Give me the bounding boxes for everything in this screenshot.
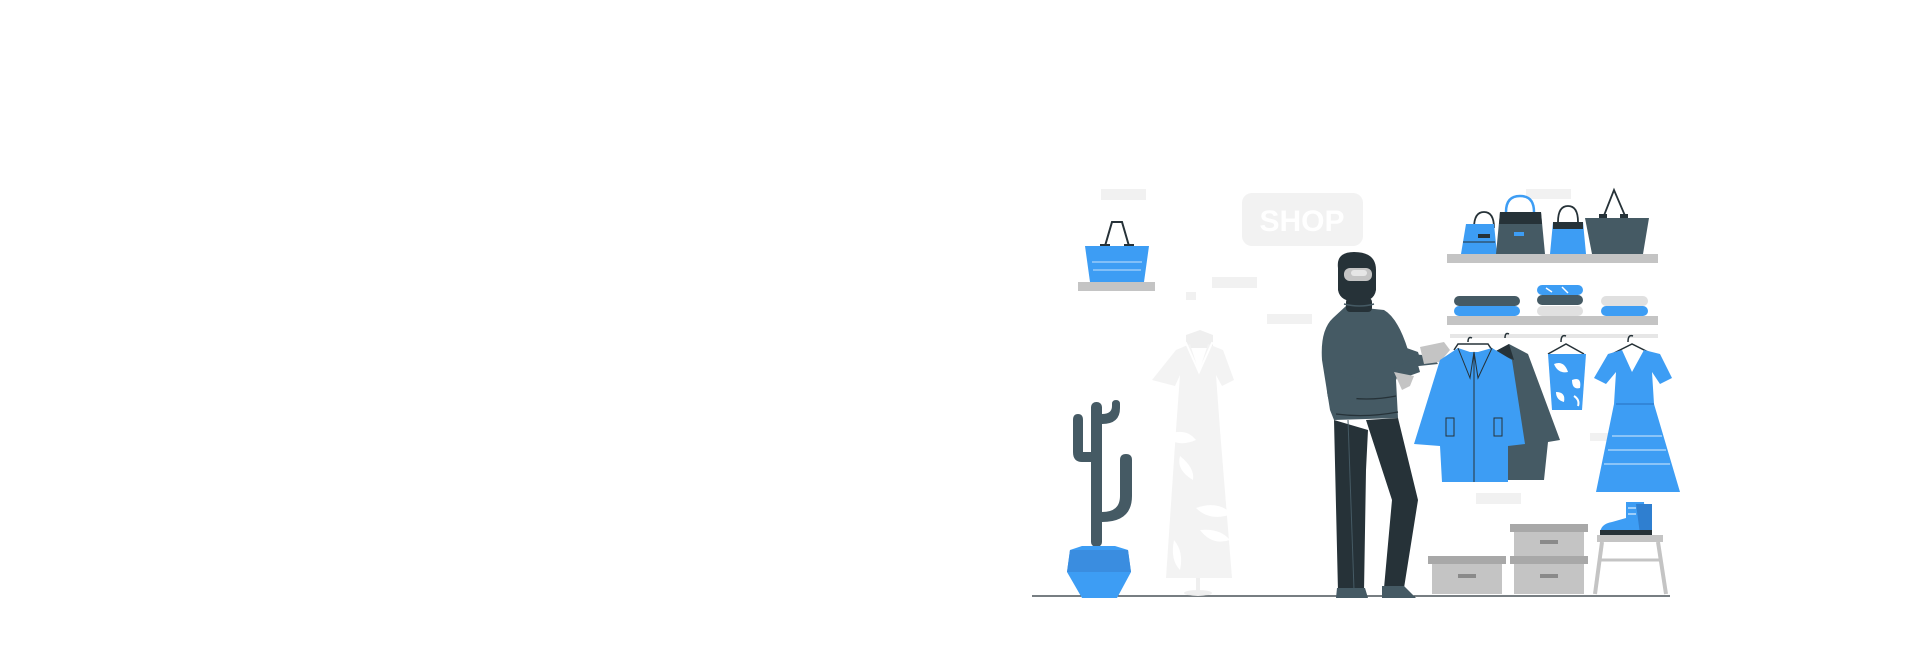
- cactus-plant: [1067, 400, 1132, 598]
- folded-clothes-shelf: [1447, 285, 1658, 325]
- handbag-1: [1461, 211, 1497, 254]
- blue-coat: [1414, 336, 1525, 482]
- patterned-top: [1547, 334, 1586, 410]
- small-wall-shelf: [1078, 282, 1155, 291]
- box-stacked: [1510, 524, 1588, 556]
- storage-boxes: [1428, 524, 1588, 594]
- blue-boots: [1600, 502, 1652, 535]
- clothing-rail: [1450, 334, 1658, 338]
- stool: [1593, 535, 1668, 595]
- top-shelf: [1447, 187, 1658, 263]
- handbag-2: [1496, 194, 1545, 254]
- handbag-3: [1550, 205, 1586, 254]
- folded-stack-1: [1454, 296, 1520, 316]
- folded-stack-2: [1537, 285, 1583, 316]
- shop-sign: SHOP: [1242, 193, 1363, 246]
- mannequin: [1152, 330, 1234, 596]
- box-floor-left: [1428, 556, 1506, 594]
- folded-stack-3: [1601, 296, 1648, 316]
- wall-basket: [1085, 221, 1149, 282]
- wall-accents: [1101, 189, 1610, 504]
- blue-dress: [1594, 334, 1680, 492]
- box-floor-right: [1510, 556, 1588, 594]
- shop-sign-text: SHOP: [1259, 205, 1344, 238]
- handbag-4: [1585, 187, 1649, 254]
- thief-figure: [1321, 252, 1450, 598]
